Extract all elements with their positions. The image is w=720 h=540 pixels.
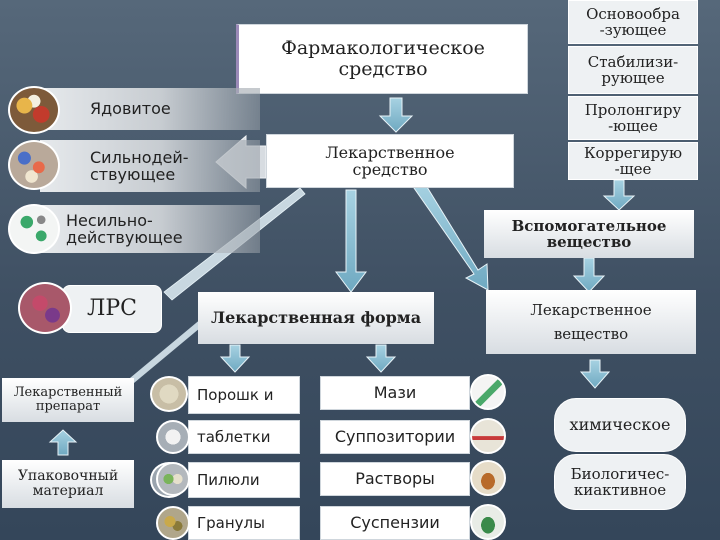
form-tablets: таблетки [188, 420, 300, 454]
arrow-diagonal [413, 181, 489, 291]
solution-bottle-icon [470, 460, 506, 496]
chemical-box: химическое [554, 398, 686, 452]
bioactive-box: Биологичес-киактивное [554, 454, 686, 510]
form-suspensions: Суспензии [320, 506, 470, 540]
arrow-down [572, 257, 606, 293]
arrow-up [48, 429, 78, 456]
pills-icon [8, 140, 60, 190]
arrow-diagonal [124, 318, 206, 388]
granules-icon [156, 506, 190, 540]
capsules-icon [8, 86, 60, 134]
form-suppositories: Суппозитории [320, 420, 470, 454]
pills-small-icon [156, 462, 190, 496]
nonpotent-bar: Несильно-действующее [40, 205, 260, 253]
packaging-box: Упаковочный материал [2, 460, 134, 508]
herbs-icon [18, 282, 72, 334]
form-granules: Гранулы [188, 506, 300, 540]
ointment-tube-icon [470, 374, 506, 410]
excipient-type-2: Стабилизи-рующее [568, 46, 698, 94]
preparation-box: Лекарственный препарат [2, 378, 134, 422]
suppository-pack-icon [470, 418, 506, 454]
arrow-down [378, 97, 414, 133]
excipient-type-3: Пролонгиру -ющее [568, 96, 698, 140]
arrow-down [579, 359, 611, 389]
form-powder: Порошк и [188, 376, 300, 414]
form-pills: Пилюли [188, 462, 300, 498]
lrs-box: ЛРС [62, 285, 162, 333]
tablets-icon [156, 420, 190, 454]
arrow-down [335, 189, 367, 293]
dosage-form-box: Лекарственная форма [198, 292, 434, 344]
form-solutions: Растворы [320, 462, 470, 496]
arrow-down [219, 344, 251, 373]
potent-bar: Сильнодей-ствующее [40, 140, 260, 192]
active-substance-box: Лекарственное вещество [486, 290, 696, 354]
excipient-type-1: Основообра -зующее [568, 0, 698, 44]
excipient-type-4: Коррегирую -щее [568, 142, 698, 180]
form-ointment: Мази [320, 376, 470, 410]
molecule-icon [8, 204, 60, 254]
poisonous-bar: Ядовитое [40, 88, 260, 130]
suspension-bottle-icon [470, 504, 506, 540]
arrow-down [365, 344, 397, 373]
medicine-box-icon [150, 376, 188, 412]
drug-box: Лекарственное средство [266, 134, 514, 188]
arrow-down [602, 179, 636, 211]
pharm-agent-box: Фармакологическое средство [236, 24, 528, 94]
excipient-box: Вспомогательное вещество [484, 210, 694, 258]
